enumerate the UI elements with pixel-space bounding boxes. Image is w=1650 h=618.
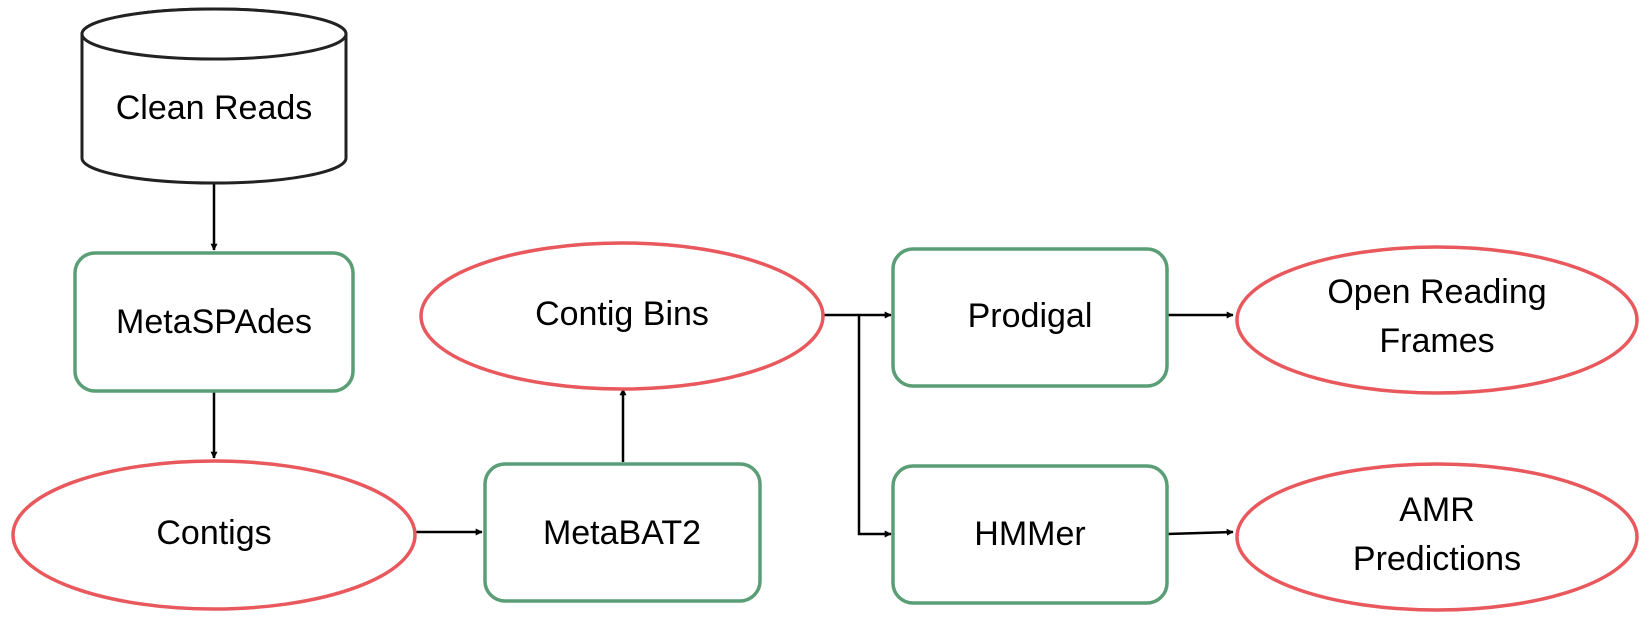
contigs-ellipse [11,459,417,611]
amr-label-line-2: Predictions [1353,540,1521,578]
node-amr: AMR Predictions [1235,462,1639,612]
node-contigs: Contigs [11,459,417,611]
contigs-label: Contigs [156,514,271,552]
clean-reads-label: Clean Reads [116,89,313,127]
orfs-label-line-2: Frames [1379,322,1494,360]
metaspades-label: MetaSPAdes [116,303,312,341]
node-clean-reads: Clean Reads [80,7,348,185]
node-hmmer: HMMer [891,464,1169,605]
contig-bins-label: Contig Bins [535,295,709,333]
amr-label-line-1: AMR [1399,491,1475,529]
node-contig-bins: Contig Bins [419,241,825,391]
node-orfs: Open Reading Frames [1235,245,1639,395]
contig-bins-ellipse [419,241,825,391]
edge-hmmer-to-amr [1166,528,1234,536]
metaspades-box [73,251,355,393]
metabat2-box [483,462,762,603]
hmmer-box [891,464,1169,605]
metabat2-label: MetaBAT2 [543,514,701,552]
prodigal-label: Prodigal [968,297,1093,335]
prodigal-box [891,247,1169,388]
node-prodigal: Prodigal [891,247,1169,388]
amr-ellipse [1235,462,1639,612]
hmmer-label: HMMer [974,515,1085,553]
orfs-ellipse [1235,245,1639,395]
edge-contig-bins-to-hmmer [857,315,892,538]
node-metabat2: MetaBAT2 [483,462,762,603]
node-metaspades: MetaSPAdes [73,251,355,393]
edges [210,183,1234,538]
cylinder-top [80,7,348,61]
orfs-label-line-1: Open Reading [1327,273,1546,311]
